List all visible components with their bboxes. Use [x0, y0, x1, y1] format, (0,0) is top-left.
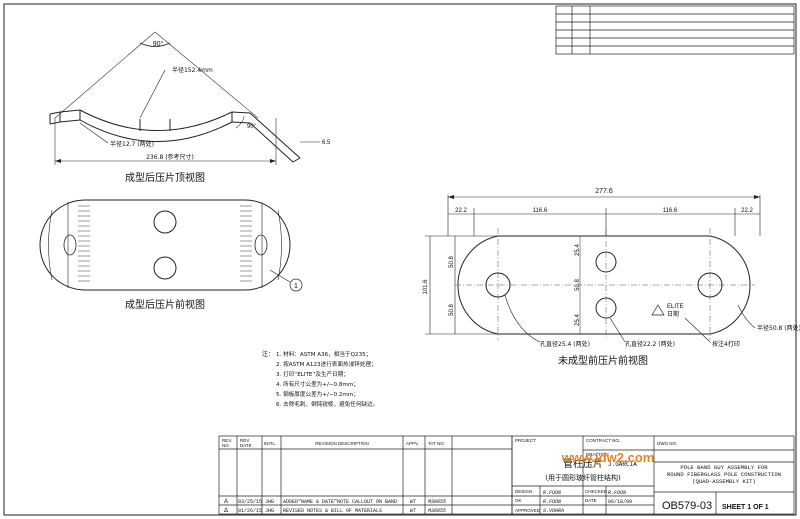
- v2-label: 50.8: [575, 279, 581, 291]
- thickness-label: 6.5: [322, 140, 331, 146]
- rev-row-appv: WT: [410, 508, 417, 514]
- width-ref-label: 236.8 (参考尺寸): [146, 153, 194, 161]
- radius-label: 半径152.4mm: [172, 66, 213, 74]
- dwg-no-label: DWG NO.: [657, 441, 677, 446]
- rev-row-date: 01/26/15: [238, 508, 262, 514]
- title-cn: 管柱压片: [563, 457, 603, 470]
- height-total-label: 101.6: [423, 279, 429, 295]
- notes-heading: 注：: [262, 350, 274, 358]
- title-block: PROJECT CONTRACT NO. DRAFTING J.GARCIA 管…: [511, 435, 795, 515]
- design-name: R.FOON: [543, 490, 561, 496]
- design-label: DESIGN: [515, 489, 532, 494]
- subtitle-cn: (用于圆形玻纤管柱结构): [545, 473, 621, 482]
- elite-label: ELITE: [667, 304, 684, 310]
- flat-end-hole-left: [485, 272, 511, 298]
- seg-mid-right-label: 116.6: [663, 208, 678, 214]
- front-end-hole-right: [254, 234, 268, 256]
- flat-center-hole-top: [595, 251, 617, 273]
- rev-header-rev: REV.: [222, 438, 232, 443]
- sheet-border: [3, 3, 797, 516]
- seg-right-label: 22.2: [741, 208, 753, 214]
- etch-note-label: 按注4打印: [712, 340, 740, 348]
- english-title-3: (QUAD-ASSEMBLY KIT): [692, 478, 756, 485]
- front-hatch-right: [240, 205, 252, 282]
- formed-band-top: [49, 109, 301, 163]
- sheet-number: SHEET 1 OF 1: [722, 504, 769, 511]
- top-right-table: [555, 5, 795, 55]
- project-label: PROJECT: [515, 438, 536, 443]
- note-item: 3. 打印“ELITE”及生产日期；: [276, 370, 349, 378]
- rev-row-initl: JHG: [265, 508, 274, 514]
- hole-large-label: 孔直径25.4 (两处): [540, 340, 590, 348]
- checked-name: R.FOON: [608, 490, 626, 496]
- front-view-caption: 成型后压片前视图: [125, 298, 205, 311]
- ok-label: OK: [515, 498, 522, 503]
- balloon-number: 1: [294, 283, 298, 290]
- english-title-2: ROUND FIBERGLASS POLE CONSTRUCTION: [667, 471, 781, 478]
- top-view-caption: 成型后压片顶视图: [125, 171, 205, 184]
- v1-label: 25.4: [575, 244, 581, 256]
- flat-view: 277.6 22.2 116.6 116.6 22.2 101.6 50.8 5…: [423, 188, 800, 367]
- approved-label: APPROVED: [515, 508, 541, 513]
- note-item: 6. 去除毛刺、倒钝锐棱，避免任何缺边。: [276, 400, 378, 408]
- date-value: 06/18/09: [608, 499, 632, 505]
- revision-table: REV. NO. REV. DATE INITL. REVISION DESCR…: [218, 435, 513, 515]
- height-lower-label: 50.8: [449, 304, 455, 316]
- rev-row-initl: JHG: [265, 499, 274, 505]
- small-radius-label: 半径12.7 (两处): [110, 140, 154, 148]
- v3-label: 25.4: [575, 314, 581, 326]
- flat-view-caption: 未成型前压片前视图: [558, 354, 648, 367]
- notes-block: 注： 1. 材料：ASTM A36，相当于Q235； 2. 按ASTM A123…: [262, 350, 378, 408]
- top-view: 90° 半径152.4mm 半径12.7 (两处) 90° 6.5 236.8 …: [49, 31, 331, 184]
- date-label: DATE: [585, 498, 597, 503]
- rev-row-desc: REVISED NOTES & BILL OF MATERIALS: [283, 508, 382, 514]
- flat-center-hole-bottom: [595, 297, 617, 319]
- balloon: [289, 278, 303, 292]
- rev-header-appv: APPV.: [406, 441, 419, 446]
- flat-end-hole-right: [697, 272, 723, 298]
- front-hole-top: [153, 210, 177, 234]
- front-hole-bottom: [153, 256, 177, 280]
- note-item: 1. 材料：ASTM A36，相当于Q235；: [276, 350, 371, 358]
- note-item: 2. 按ASTM A123进行表面热浸锌处理；: [276, 360, 377, 368]
- rev-row-no: Δ: [224, 508, 228, 514]
- english-title-1: POLE BAND GUY ASSEMBLY FOR: [680, 464, 768, 471]
- rev-header-desc: REVISION DESCRIPTION: [315, 441, 369, 446]
- rev-header-no: NO.: [222, 443, 230, 448]
- rev-row-appv: WT: [410, 499, 417, 505]
- top-angle-label: 90°: [153, 40, 164, 48]
- rev-row-tat: M36055: [428, 499, 446, 505]
- contract-label: CONTRACT NO.: [586, 438, 620, 443]
- etch-triangle-icon: [651, 304, 665, 316]
- front-view: 1 成型后压片前视图: [39, 199, 303, 311]
- seg-mid-left-label: 116.6: [533, 208, 548, 214]
- rev-header-tat: TAT NO.: [428, 441, 445, 446]
- drafting-name: J.GARCIA: [608, 461, 637, 468]
- ok-name: R.FOON: [543, 499, 561, 505]
- rev-row-tat: M36055: [428, 508, 446, 514]
- checked-label: CHECKED: [585, 489, 608, 494]
- seg-left-label: 22.2: [455, 208, 467, 214]
- overall-width-label: 277.6: [595, 188, 613, 195]
- rev-header-initl: INITL.: [264, 441, 276, 446]
- front-end-hole-left: [63, 234, 77, 256]
- rev-row-no: A: [224, 499, 228, 505]
- elite-cn-label: 日期: [667, 310, 679, 318]
- height-upper-label: 50.8: [449, 256, 455, 268]
- rev-header-date: REV.: [240, 438, 250, 443]
- rev-row-desc: ADDED"NAME & DATE"NOTE CALLOUT ON BAND: [283, 499, 397, 505]
- drafting-label: DRAFTING: [586, 452, 609, 457]
- rev-row-date: 03/25/15: [238, 499, 262, 505]
- rev-header-date-2: DATE: [240, 443, 252, 448]
- radius-end-label: 半径50.8 (两处): [757, 324, 800, 332]
- watermark: www.jdw2.com: [561, 450, 655, 465]
- hole-small-label: 孔直径22.2 (两处): [625, 340, 675, 348]
- drawing-number: OB579-03: [662, 500, 712, 512]
- approved-name: S.VOHRA: [543, 508, 564, 514]
- note-item: 4. 所有尺寸公差为+/−0.8mm；: [276, 380, 359, 388]
- side-angle-label: 90°: [247, 124, 257, 130]
- front-hatch-left: [78, 205, 90, 282]
- note-item: 5. 钢板厚度公差为+/−0.2mm；: [276, 390, 359, 398]
